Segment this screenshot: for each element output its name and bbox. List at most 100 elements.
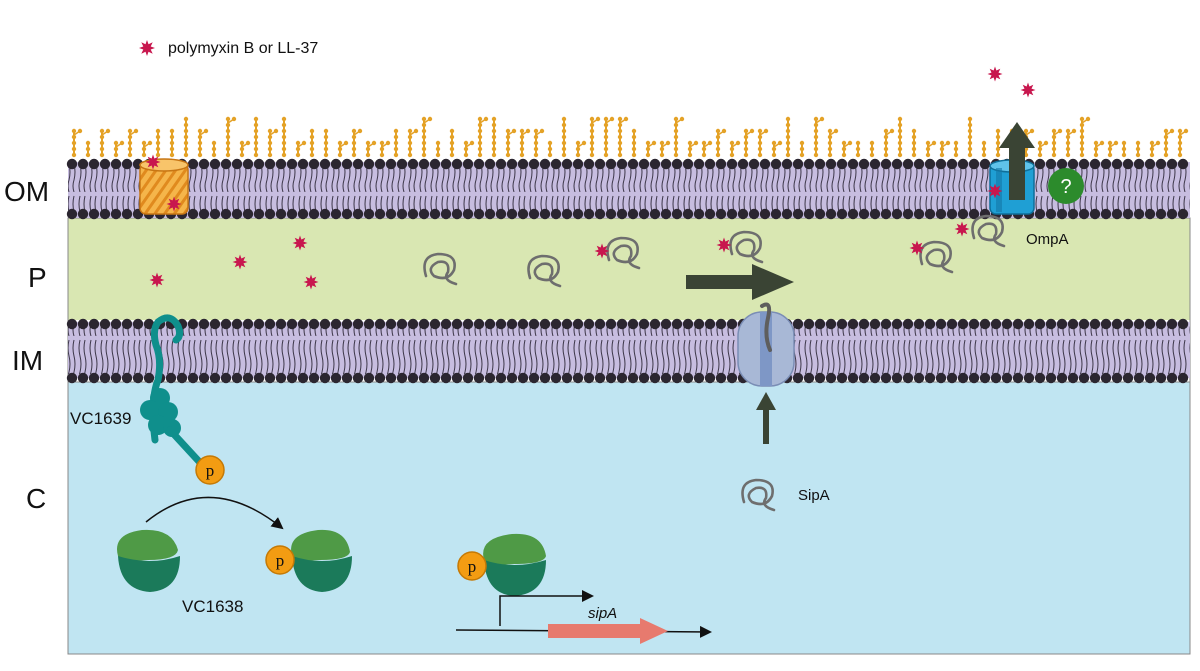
lps-molecule <box>715 128 727 158</box>
lps-molecule <box>603 116 615 158</box>
lps-molecule <box>967 116 973 158</box>
lps-molecule <box>85 140 91 158</box>
lps-molecule <box>183 116 189 158</box>
legend-label: polymyxin B or LL-37 <box>168 40 318 57</box>
lps-molecule <box>253 116 259 158</box>
lps-molecule <box>589 116 601 158</box>
im-lipid-heads-top <box>66 318 1189 330</box>
lps-molecule <box>547 140 553 158</box>
sipa-coil-icon <box>919 240 954 274</box>
lps-molecule <box>239 140 251 158</box>
im-transporter-icon <box>737 302 795 387</box>
import-arrow-up <box>756 392 776 444</box>
polymyxin-star-icon <box>303 274 319 290</box>
lps-molecule <box>141 140 153 158</box>
sipa-gene-label: sipA <box>588 605 617 622</box>
lps-molecule <box>1065 128 1077 158</box>
om-channel-icon <box>139 158 189 215</box>
lps-molecule <box>827 128 839 158</box>
lps-molecule <box>743 128 755 158</box>
lps-molecule <box>561 116 567 158</box>
vc1638-unphosphorylated-icon <box>117 529 180 592</box>
sipa-coil-icon <box>741 478 776 512</box>
lps-molecule <box>911 128 917 158</box>
lps-molecule <box>841 140 853 158</box>
lps-molecule <box>617 116 629 158</box>
unknown-factor-icon: ? <box>1048 168 1084 204</box>
lps-molecule <box>435 140 441 158</box>
lps-molecule <box>169 128 175 158</box>
sipa-coil-icon <box>606 236 641 270</box>
lps-molecule <box>1149 140 1161 158</box>
polymyxin-star-icon <box>149 272 165 288</box>
label-p: P <box>28 262 47 293</box>
sipa-gene-locus <box>455 590 712 644</box>
lps-molecule <box>1121 140 1127 158</box>
lps-molecule <box>267 128 279 158</box>
periplasm-transport-arrow <box>686 264 794 300</box>
lps-molecule <box>785 116 791 158</box>
lps-molecule <box>729 140 741 158</box>
lps-molecule <box>771 140 783 158</box>
lps-molecule <box>365 140 377 158</box>
lps-molecule <box>757 128 769 158</box>
phosphotransfer-arrow <box>145 496 284 530</box>
phosphate-vc1639-icon: p <box>195 455 225 485</box>
lps-molecule <box>925 140 937 158</box>
lps-molecule <box>1177 128 1189 158</box>
sipa-coil-icon <box>729 230 764 264</box>
polymyxin-star-icon <box>716 237 732 253</box>
vc1638-promoter-bound-icon: p <box>457 533 546 596</box>
lps-molecule <box>1051 128 1063 158</box>
om-lipid-heads-top <box>66 158 1189 170</box>
polymyxin-star-icon <box>166 196 182 212</box>
lps-molecule <box>981 140 987 158</box>
ompa-label: OmpA <box>1026 231 1069 248</box>
legend: polymyxin B or LL-37 <box>139 40 318 57</box>
lps-molecule <box>855 140 861 158</box>
lps-molecule <box>799 140 805 158</box>
lps-molecule <box>449 128 455 158</box>
lps-molecule <box>1107 140 1119 158</box>
lps-layer <box>71 116 1189 158</box>
vc1638-label: VC1638 <box>182 597 243 616</box>
label-im: IM <box>12 345 43 376</box>
sipa-protein-label: SipA <box>798 487 830 504</box>
lps-molecule <box>99 128 111 158</box>
lps-molecule <box>1093 140 1105 158</box>
lps-molecule <box>575 140 587 158</box>
cytoplasm-region <box>67 381 1191 655</box>
polymyxin-star-icon <box>954 221 970 237</box>
polymyxin-star-icon <box>909 240 925 256</box>
svg-text:p: p <box>468 557 477 576</box>
vc1639-sensor-icon <box>140 314 209 472</box>
polymyxin-star-icon <box>1020 82 1036 98</box>
lps-molecule <box>995 128 1001 158</box>
lps-molecule <box>813 116 825 158</box>
export-arrow-up <box>999 122 1035 200</box>
polymyxin-star-icon <box>232 254 248 270</box>
lps-molecule <box>1163 128 1175 158</box>
lps-molecule <box>393 128 399 158</box>
lps-molecule <box>407 128 419 158</box>
sipa-coil-icon <box>423 252 458 286</box>
vc1639-label: VC1639 <box>70 409 131 428</box>
lps-molecule <box>463 140 475 158</box>
lps-molecule <box>491 116 497 158</box>
lps-molecule <box>939 140 951 158</box>
svg-text:p: p <box>206 461 215 480</box>
inner-membrane <box>66 318 1190 384</box>
polymyxin-star-icon <box>139 40 155 56</box>
lps-molecule <box>883 128 895 158</box>
polymyxin-star-icon <box>145 154 161 170</box>
sipa-coil-icon <box>971 214 1006 248</box>
polymyxin-star-icon <box>594 243 610 259</box>
lps-molecule <box>379 140 391 158</box>
sipa-coil-icon <box>527 254 562 288</box>
lps-molecule <box>71 128 83 158</box>
lps-molecule <box>113 140 125 158</box>
label-om: OM <box>4 176 49 207</box>
lps-molecule <box>211 140 217 158</box>
lps-molecule <box>505 128 517 158</box>
